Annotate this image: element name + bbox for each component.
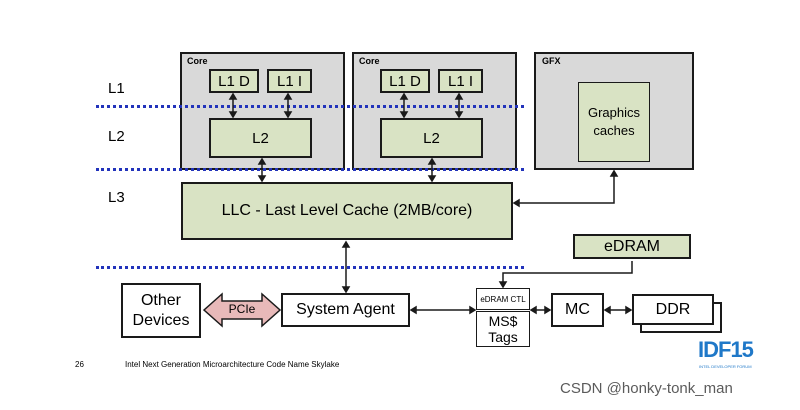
other-devices-box: Other Devices [121, 283, 201, 338]
csdn-watermark: CSDN @honky-tonk_man [560, 380, 733, 397]
l1-data-cache: L1 D [209, 69, 259, 93]
llc-cache: LLC - Last Level Cache (2MB/core) [181, 182, 513, 240]
edram-module: eDRAM [573, 234, 691, 259]
core-title: Core [359, 56, 380, 66]
idf15-logo: IDF15 [698, 337, 754, 362]
l2-cache: L2 [209, 118, 312, 158]
level-l1-label: L1 [108, 80, 125, 97]
l1-l2-boundary-line [96, 105, 524, 108]
l1-data-cache: L1 D [380, 69, 430, 93]
footer-text: Intel Next Generation Microarchitecture … [125, 360, 340, 369]
pcie-label: PCIe [228, 302, 256, 316]
level-l3-label: L3 [108, 189, 125, 206]
l2-cache: L2 [380, 118, 483, 158]
page-number: 26 [75, 360, 84, 369]
l1-instruction-cache: L1 I [438, 69, 483, 93]
l3-memory-boundary-line [96, 266, 524, 269]
memory-controller: MC [551, 293, 604, 327]
core-title: Core [187, 56, 208, 66]
ms-tags: MS$ Tags [476, 311, 530, 347]
idf15-logo-subtitle: INTEL DEVELOPER FORUM [699, 364, 752, 369]
ddr-memory: DDR [632, 294, 714, 325]
l1-instruction-cache: L1 I [267, 69, 312, 93]
system-agent-box: System Agent [281, 293, 410, 327]
gfx-title: GFX [542, 56, 561, 66]
edram-controller: eDRAM CTL [476, 288, 530, 310]
pcie-double-arrow [202, 292, 282, 328]
l2-l3-boundary-line [96, 168, 524, 171]
level-l2-label: L2 [108, 128, 125, 145]
graphics-caches: Graphics caches [578, 82, 650, 162]
